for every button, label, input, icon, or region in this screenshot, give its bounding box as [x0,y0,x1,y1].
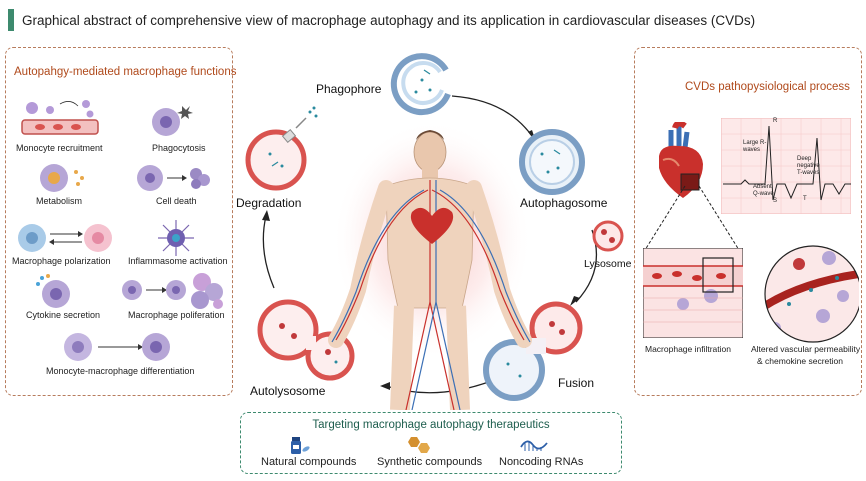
vessel-infiltration-image [643,248,743,338]
function-label-monocyte-recruitment: Monocyte recruitment [16,143,103,153]
zoom-lines [644,185,740,251]
ecg-chart [721,118,851,214]
therapeutic-synthetic-compounds: Synthetic compounds [377,456,483,468]
therapeutic-noncoding-rnas: Noncoding RNAs [499,456,584,468]
stage-label-autophagosome: Autophagosome [520,196,608,210]
function-label-macrophage-polarization: Macrophage polarization [12,256,111,266]
label-permeability-line2: & chemokine secretion [757,356,843,366]
pill-bottle-icon [291,437,310,454]
therapeutics-panel-title: Targeting macrophage autophagy therapeut… [312,419,550,431]
stage-label-degradation: Degradation [236,196,302,210]
stage-label-phagophore: Phagophore [316,82,382,96]
cytokine-icon [36,274,70,308]
ecg-label-large-r: Large R- waves [743,140,767,153]
function-label-phagocytosis: Phagocytosis [152,143,206,153]
autolysosome-cell [257,299,355,381]
function-label-cytokine-secretion: Cytokine secretion [26,310,101,320]
differentiation-icon [64,333,170,361]
fusion-cell [483,301,583,401]
header-accent-bar [8,9,14,31]
therapeutics-panel: Targeting macrophage autophagy therapeut… [240,412,622,474]
cycle-arrow-autolysosome-to-degradation [262,215,275,289]
autophagy-cycle-diagram [245,53,624,410]
macrophage-functions-panel: Autopahgy-mediated macrophage functions … [5,47,237,396]
heart-icon [410,207,454,244]
functions-panel-title: Autopahgy-mediated macrophage functions [14,66,237,78]
lysosome-cell [592,220,624,252]
ecg-label-absent-q: Absent Q-wave [753,184,774,197]
function-label-macrophage-proliferation: Macrophage poliferation [128,310,225,320]
monocyte-vessel-icon [21,100,99,135]
proliferation-icon [122,273,223,309]
autophagosome-cell [519,129,585,195]
ecg-label-s: S [773,198,778,204]
human-body-figure [328,130,532,410]
label-macrophage-infiltration: Macrophage infiltration [645,344,731,354]
polarization-icon [18,224,112,252]
stage-label-lysosome: Lysosome [584,258,632,270]
function-label-monocyte-macrophage-differentiation: Monocyte-macrophage differentiation [46,366,195,376]
phagophore-cell [390,53,451,116]
page-title: Graphical abstract of comprehensive view… [22,12,756,28]
vessel-zoom-image [764,245,859,343]
ecg-label-t: T [803,196,807,202]
function-label-inflammasome-activation: Inflammasome activation [128,256,228,266]
ecg-label-deep-t: Deep negative T-waves [797,156,820,176]
stage-label-autolysosome: Autolysosome [250,384,326,398]
degradation-cell [245,106,318,191]
stage-label-fusion: Fusion [558,376,595,390]
function-label-metabolism: Metabolism [36,196,83,206]
cvd-process-panel: CVDs pathopysiological process R Large R… [634,47,862,396]
anatomical-heart-icon [659,122,703,198]
molecule-icon [408,437,430,453]
label-permeability-line1: Altered vascular permeability [751,344,861,354]
inflammasome-icon [158,220,194,256]
ecg-label-r: R [773,118,778,124]
function-label-cell-death: Cell death [156,196,197,206]
header: Graphical abstract of comprehensive view… [8,8,755,32]
metabolism-icon [40,164,84,192]
cvd-panel-title: CVDs pathopysiological process [685,81,850,93]
rna-icon [520,440,548,451]
therapeutic-natural-compounds: Natural compounds [261,456,357,468]
phagocytosis-icon [152,106,193,136]
cell-death-icon [137,165,210,191]
cycle-arrow-phagophore-to-autophagosome [451,95,533,137]
